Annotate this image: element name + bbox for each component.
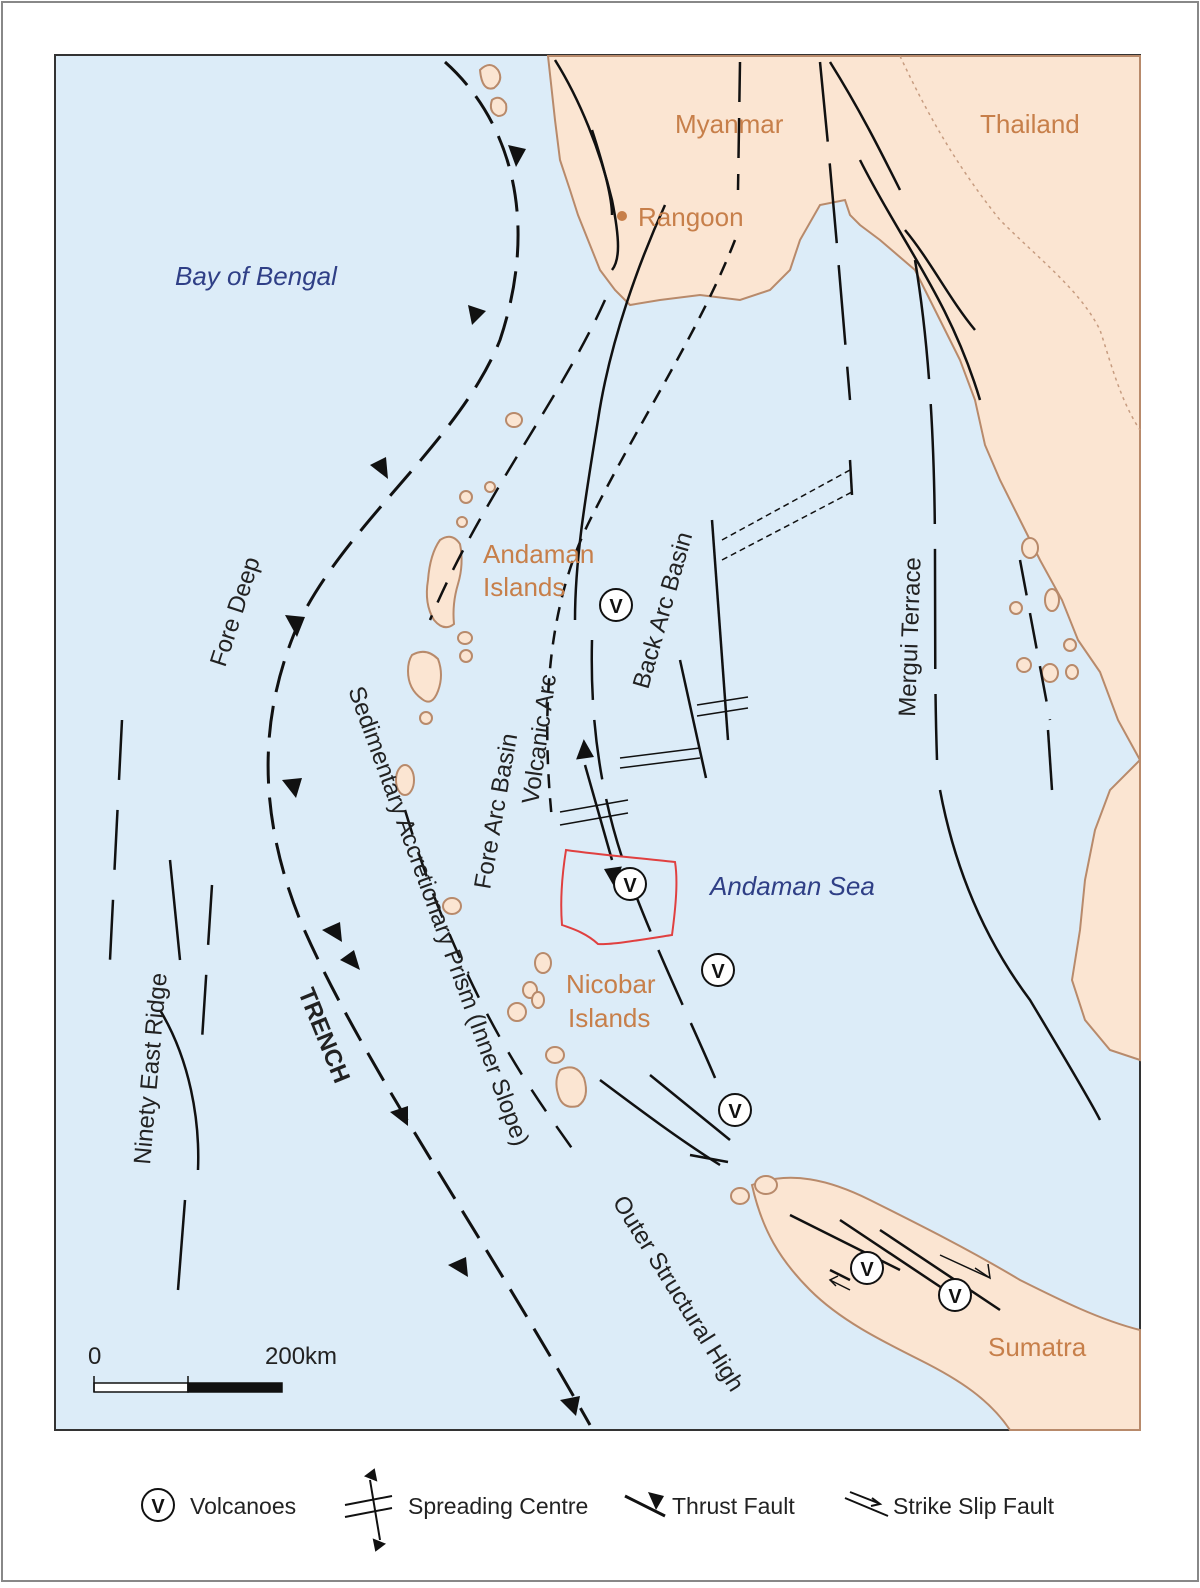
svg-text:V: V [609, 596, 623, 618]
thailand-fault-2 [904, 229, 976, 331]
legend: V Volcanoes Spreading Centre Thrust Faul… [141, 1468, 1055, 1552]
scale-label-start: 0 [88, 1343, 101, 1370]
label-bay-of-bengal: Bay of Bengal [175, 261, 338, 291]
label-rangoon: Rangoon [638, 202, 744, 232]
ninety-east-ridge-line [176, 1199, 187, 1291]
strike-slip-faults [599, 1074, 1001, 1312]
nicobar-islands [507, 952, 587, 1108]
map-panel: V V V V V V Myanmar Thailand Rangoon And… [54, 54, 1141, 1431]
label-thailand: Thailand [980, 109, 1080, 139]
thailand-fault [858, 159, 982, 401]
svg-text:V: V [711, 961, 725, 983]
country-border [899, 55, 1141, 431]
svg-text:V: V [948, 1286, 962, 1308]
volcano-symbol: V [701, 953, 735, 987]
thrust-fault-teeth [282, 145, 580, 1416]
andaman-islands [395, 412, 523, 915]
ninety-east-ridge-line [200, 884, 214, 1041]
peninsula-land [1070, 757, 1141, 1062]
hand-drawn-annotation [560, 848, 678, 946]
label-myanmar: Myanmar [675, 109, 784, 139]
coastal-fault [590, 129, 614, 216]
mergui-terrace-fault-2 [1046, 729, 1054, 791]
spreading-ridge-segments [678, 459, 854, 779]
mergui-islands [1009, 537, 1079, 683]
label-andaman-1: Andaman [483, 539, 594, 569]
ninety-east-ridge-line [108, 719, 124, 961]
eastern-fault [828, 61, 902, 191]
volcano-symbol: V [938, 1278, 972, 1312]
label-andaman-2: Islands [483, 572, 565, 602]
label-nicobar-2: Islands [568, 1003, 650, 1033]
svg-text:V: V [151, 1496, 165, 1518]
coast-island [489, 96, 508, 118]
legend-volcanoes-label: Volcanoes [190, 1493, 296, 1519]
svg-text:V: V [728, 1101, 742, 1123]
label-nicobar-1: Nicobar [566, 969, 656, 999]
volcanic-arc-line [546, 239, 737, 821]
rangoon-city-marker [617, 211, 627, 221]
ninety-east-ridge-line [168, 859, 182, 961]
legend-thrust-fault-label: Thrust Fault [672, 1493, 795, 1519]
volcano-symbol: V [850, 1251, 884, 1285]
legend-strike-slip-fault-label: Strike Slip Fault [893, 1493, 1055, 1519]
sagaing-fault [736, 61, 742, 191]
coast-island [478, 64, 502, 90]
mergui-terrace-fault [1018, 559, 1052, 721]
ninety-east-ridge-line [158, 1009, 200, 1171]
scale-bar: 0 200km [88, 1343, 337, 1393]
mergui-fault [913, 259, 939, 761]
back-arc-fault [573, 204, 667, 621]
legend-strike-slip-fault: Strike Slip Fault [844, 1491, 1055, 1519]
scale-label-end: 200km [265, 1343, 337, 1370]
label-andaman-sea: Andaman Sea [708, 871, 875, 901]
label-sumatra: Sumatra [988, 1332, 1087, 1362]
volcano-symbol: V [599, 588, 633, 622]
fore-arc-dashed-line [428, 299, 607, 621]
svg-text:V: V [860, 1259, 874, 1281]
trench-thrust-fault [266, 60, 592, 1426]
mergui-fault-lower [938, 789, 1102, 1121]
spreading-centre-segments [559, 469, 853, 826]
sumatra-island [730, 1187, 750, 1205]
label-mergui-terrace: Mergui Terrace [894, 557, 927, 717]
legend-spreading-centre-label: Spreading Centre [408, 1493, 588, 1519]
mainland-land [546, 55, 1141, 761]
strike-slip-arrows [828, 1254, 991, 1291]
eastern-fault [818, 61, 852, 401]
fore-arc-dashed-line-lower [403, 809, 582, 1161]
legend-volcanoes: V Volcanoes [141, 1488, 296, 1522]
volcano-symbol: V [718, 1093, 752, 1127]
svg-text:V: V [623, 875, 637, 897]
volcano-symbol: V [613, 867, 647, 901]
legend-spreading-centre: Spreading Centre [344, 1468, 588, 1552]
sumatra-island [754, 1175, 778, 1195]
legend-thrust-fault: Thrust Fault [624, 1492, 795, 1519]
